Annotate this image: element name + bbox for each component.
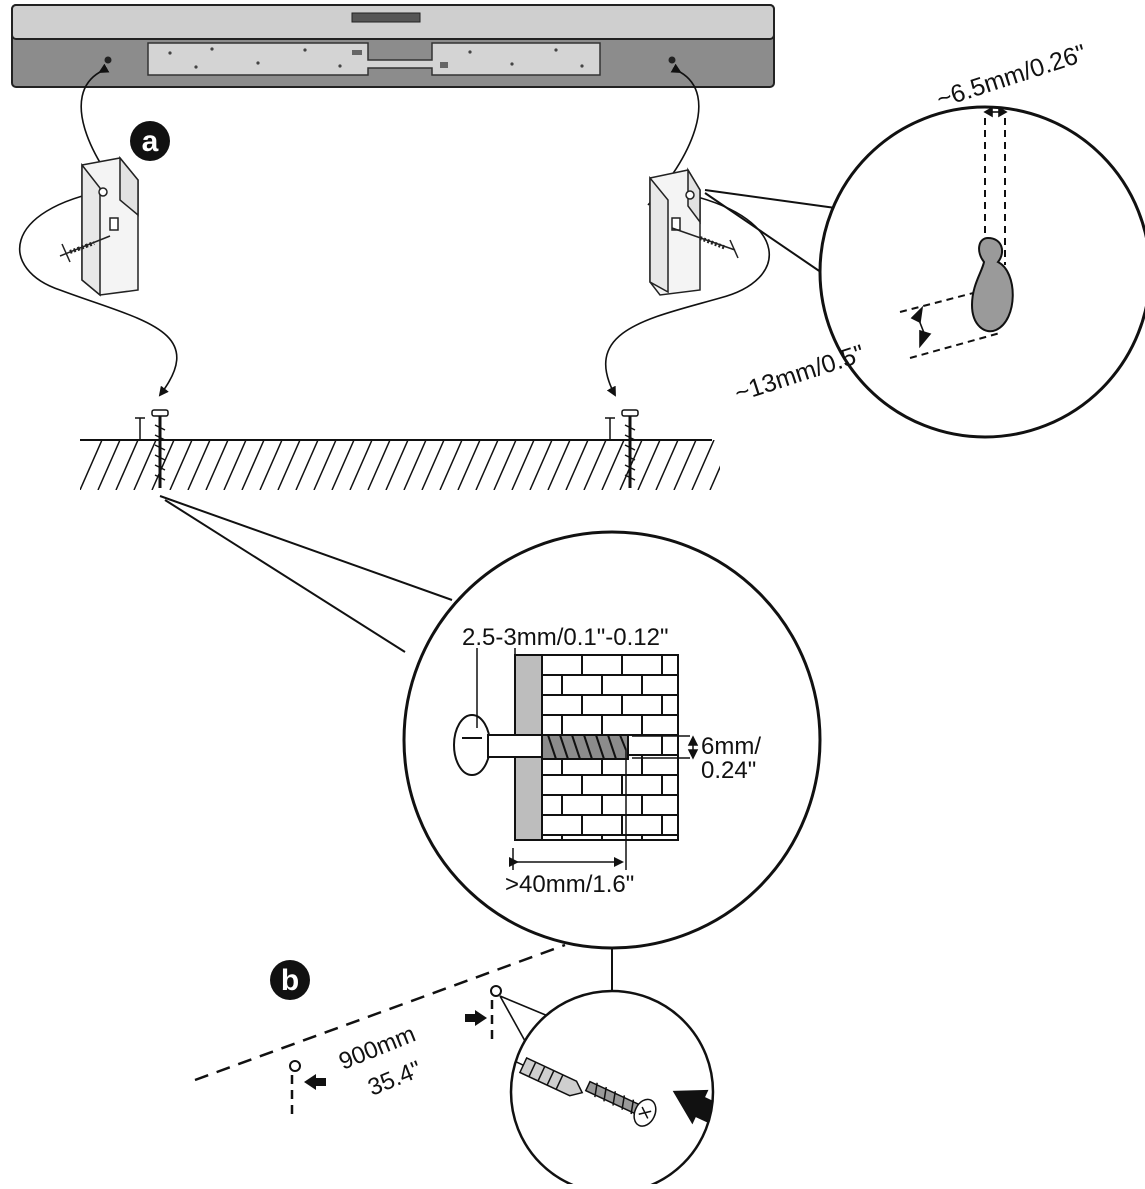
keyhole-shape xyxy=(970,236,1014,333)
step-a-badge: a xyxy=(130,121,170,161)
wall-screw-right xyxy=(605,409,639,488)
wall-hatch-line xyxy=(709,465,720,490)
wall-hatch-line xyxy=(583,440,607,490)
anchor-diameter-label-1: 6mm/ xyxy=(701,733,761,760)
wall-anchor-detail-callout: 2.5-3mm/0.1"-0.12" 6mm/ 0.24" >40mm/1.6" xyxy=(159,495,822,950)
bracket-left xyxy=(81,155,139,297)
wall-hatch-line xyxy=(601,440,625,490)
wall-hatch-line xyxy=(475,440,499,490)
wall-hatch-line xyxy=(655,440,679,490)
wall-hatch-line xyxy=(205,440,229,490)
soundbar xyxy=(11,4,775,88)
soundbar-rear-panel xyxy=(147,42,601,76)
bracket-screw-right xyxy=(671,227,739,259)
wall-hatch-line xyxy=(493,440,517,490)
wall-hatch-line xyxy=(313,440,337,490)
keyhole-left xyxy=(104,56,112,64)
wall-hatch-line xyxy=(80,440,103,490)
wall-hatch-line xyxy=(295,440,319,490)
wall-hatch-line xyxy=(457,440,481,490)
keyhole-detail-callout: ~6.5mm/0.26" ~13mm/0.5" xyxy=(704,39,1145,439)
wall-hatch-line xyxy=(133,440,157,490)
anchor-diameter-label-2: 0.24" xyxy=(701,757,756,784)
wall-hatch-line xyxy=(277,440,301,490)
drill-mark-right xyxy=(465,985,502,1040)
wall-hatch-line xyxy=(385,440,409,490)
svg-text:b: b xyxy=(281,964,299,997)
wall-surface xyxy=(80,439,750,490)
anchor-insert-callout xyxy=(499,948,715,1189)
wall-hatch-line xyxy=(637,440,661,490)
wall-hatch-line xyxy=(403,440,427,490)
wall-hatch-line xyxy=(151,440,175,490)
wall-hatch-line xyxy=(349,440,373,490)
wall-screw-left xyxy=(135,409,169,488)
wall-hatch-line xyxy=(565,440,589,490)
wall-hatch-line xyxy=(439,440,463,490)
wall-hatch-line xyxy=(115,440,139,490)
keyhole-width-label: ~6.5mm/0.26" xyxy=(933,39,1090,114)
min-depth-label: >40mm/1.6" xyxy=(505,871,634,898)
wall-hatch-line xyxy=(223,440,247,490)
wall-hatch-line xyxy=(331,440,355,490)
bracket-right xyxy=(649,167,701,296)
drill-mark-left xyxy=(289,1060,326,1115)
screw-head-gap-label: ~13mm/0.5" xyxy=(731,339,868,407)
wall-hatch-line xyxy=(421,440,445,490)
wall-hatch-line xyxy=(367,440,391,490)
bracket-screw-left xyxy=(59,235,111,263)
anchor-screw xyxy=(453,714,629,776)
wall-hatch-line xyxy=(728,440,750,490)
svg-text:a: a xyxy=(142,125,159,158)
insert-screw xyxy=(584,1080,657,1127)
wall-hatch-line xyxy=(187,440,211,490)
wall-hatch-line xyxy=(241,440,265,490)
head-clearance-label: 2.5-3mm/0.1"-0.12" xyxy=(462,624,668,651)
wall-hatch-line xyxy=(529,440,553,490)
keyhole-right xyxy=(668,56,676,64)
wall-hatch-line xyxy=(673,440,697,490)
step-b-badge: b xyxy=(270,960,310,1000)
wall-hatch-line xyxy=(259,440,283,490)
wall-hatch-line xyxy=(547,440,571,490)
push-arrow-icon xyxy=(672,1089,713,1134)
wall-hatch-line xyxy=(169,440,193,490)
wall-hatch-line xyxy=(691,440,715,490)
wall-hatch-line xyxy=(97,440,121,490)
wall-hatch-line xyxy=(511,440,535,490)
drill-line xyxy=(194,943,566,1082)
